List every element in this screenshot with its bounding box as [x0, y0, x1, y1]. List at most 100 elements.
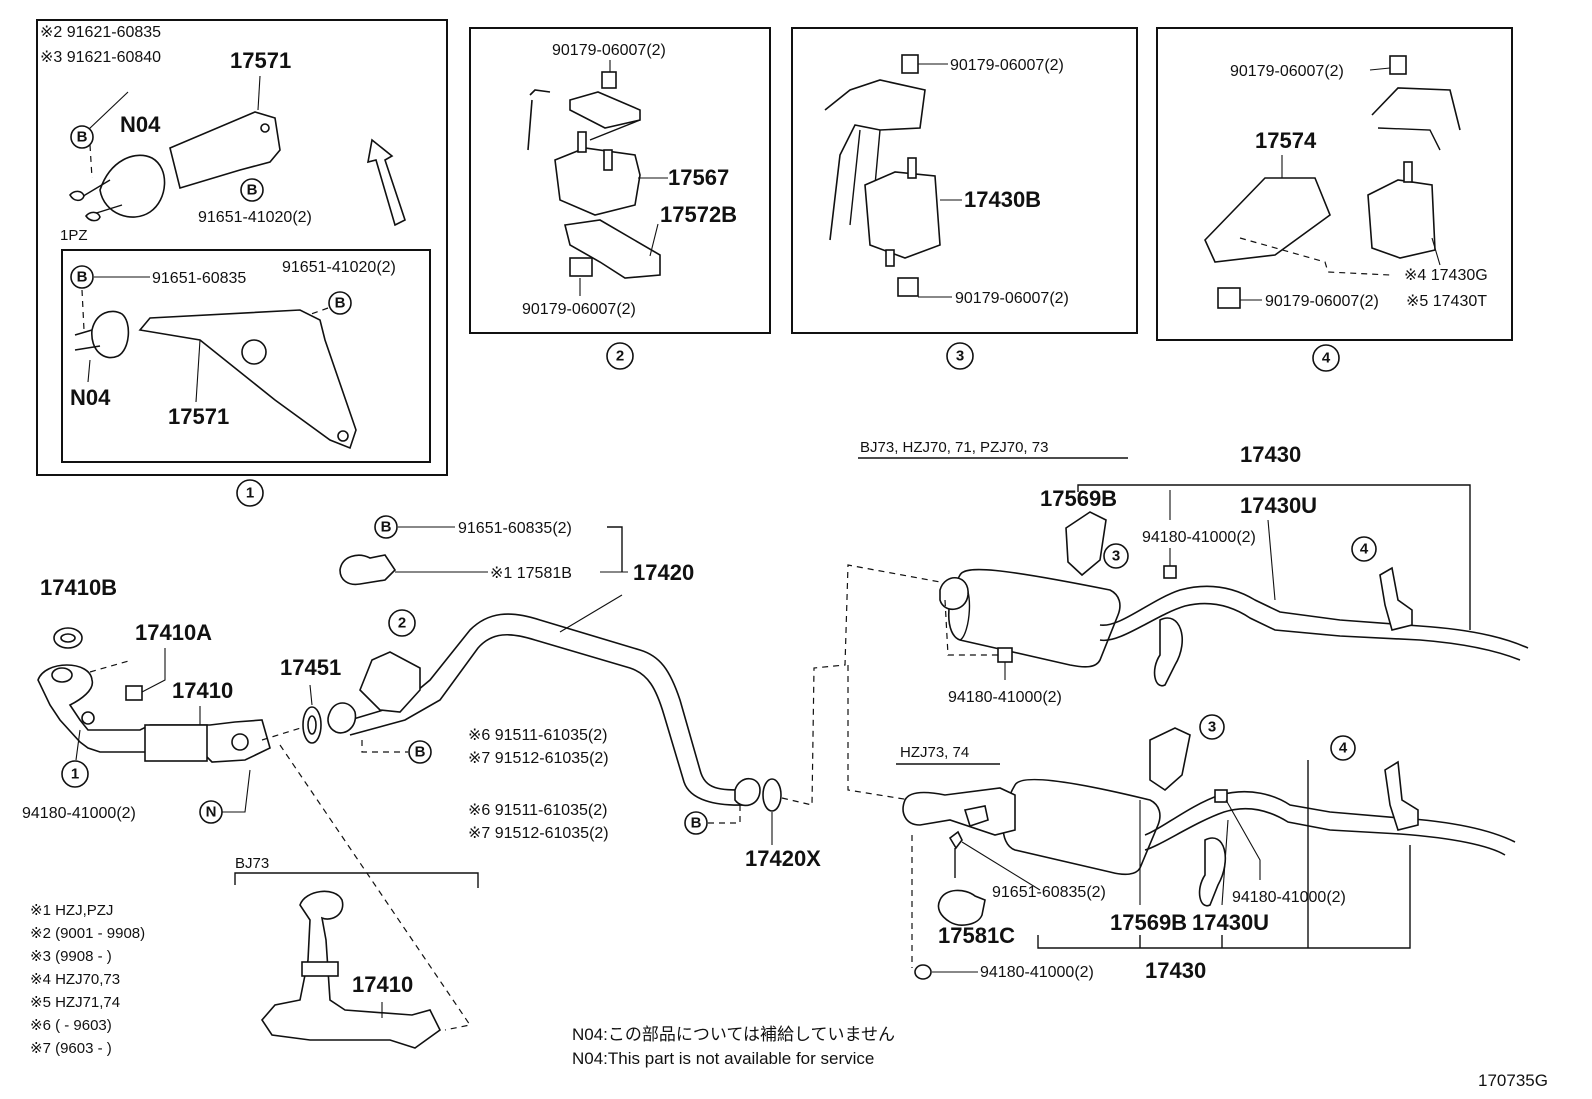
legend-1: ※1 HZJ,PZJ — [30, 902, 113, 919]
rear-b-bolt-94180-bottom: 94180-41000(2) — [980, 964, 1094, 981]
box2-part-17572B: 17572B — [660, 202, 737, 227]
rear-b-hanger — [1384, 760, 1419, 831]
legend-2: ※2 (9001 - 9908) — [30, 925, 145, 942]
box4-part-17430T: ※5 17430T — [1406, 293, 1487, 310]
svg-text:B: B — [335, 295, 346, 312]
sensor-17581B — [339, 554, 397, 586]
rear-b-part-17569B: 17569B — [1110, 910, 1187, 935]
note-jp: N04:この部品については補給していません — [572, 1025, 895, 1044]
callout-1-box — [236, 479, 264, 507]
part-17410: 17410 — [172, 678, 233, 703]
hanger-17571-1pz — [138, 309, 357, 450]
callout-2-box — [606, 342, 634, 370]
svg-text:B: B — [415, 744, 426, 761]
box1-bolt-91651-41020-1pz: 91651-41020(2) — [282, 259, 396, 276]
bj73-label: BJ73 — [235, 855, 269, 872]
svg-text:N: N — [206, 804, 217, 821]
box3-frame — [824, 79, 926, 241]
detail-box-2: 90179-06007(2) 17567 17572B 90179-06007(… — [469, 27, 771, 370]
rear-a-part-17569B: 17569B — [1040, 486, 1117, 511]
direction-arrow — [366, 138, 406, 227]
box4-bolt-top: 90179-06007(2) — [1230, 63, 1344, 80]
part-17410B: 17410B — [40, 575, 117, 600]
front-pipe-17410-bj73 — [260, 890, 442, 1049]
legend-6: ※6 ( - 9603) — [30, 1017, 112, 1034]
gasket-17420X — [762, 778, 782, 812]
callout-b-1pz — [70, 265, 94, 289]
legend-5: ※5 HZJ71,74 — [30, 994, 120, 1011]
svg-text:4: 4 — [1360, 541, 1369, 558]
box4-frame — [1371, 87, 1461, 131]
bolt-91511-61035-a: ※6 91511-61035(2) — [468, 727, 607, 744]
svg-text:4: 4 — [1322, 350, 1331, 367]
box3-bolt-bottom: 90179-06007(2) — [955, 290, 1069, 307]
box1-part-17571-lower: 17571 — [168, 404, 229, 429]
callout-3-rear-a — [1103, 543, 1129, 569]
rear-b-part-17430U: 17430U — [1192, 910, 1269, 935]
callout-b-front-mid — [408, 740, 432, 764]
svg-text:B: B — [77, 129, 88, 146]
legend-3: ※3 (9908 - ) — [30, 948, 112, 965]
box4-bolt-bottom: 90179-06007(2) — [1265, 293, 1379, 310]
legend-4: ※4 HZJ70,73 — [30, 971, 120, 988]
hanger-bracket-17420 — [359, 651, 421, 713]
box3-part-17430B: 17430B — [964, 187, 1041, 212]
rear-b-bracket-17569B — [1149, 727, 1191, 792]
rear-b-inlet-pipe — [902, 787, 1016, 836]
rear-section-b: HZJ73, 74 3 4 94180-41000(2) 91651-60835… — [896, 714, 1516, 983]
footnote-legend: ※1 HZJ,PZJ ※2 (9001 - 9908) ※3 (9908 - )… — [30, 902, 145, 1057]
box2-bracket-17572B — [564, 219, 661, 279]
part-17410A: 17410A — [135, 620, 212, 645]
callout-b-17581B — [374, 515, 398, 539]
rubber-mount-upper — [99, 154, 166, 218]
box2-bolt-top: 90179-06007(2) — [552, 42, 666, 59]
part-17451: 17451 — [280, 655, 341, 680]
hanger-17571-upper — [169, 111, 281, 190]
svg-text:2: 2 — [616, 348, 624, 365]
svg-text:3: 3 — [956, 348, 964, 365]
rear-a-part-17430U: 17430U — [1240, 493, 1317, 518]
rear-b-sensor-17581C — [937, 889, 986, 926]
rear-a-clamp-17430U — [1153, 617, 1183, 687]
rear-a-model-label: BJ73, HZJ70, 71, PZJ70, 73 — [860, 439, 1048, 456]
legend-7: ※7 (9603 - ) — [30, 1040, 112, 1057]
box2-rubber-17567 — [554, 147, 641, 216]
callout-4-rear-b — [1330, 735, 1356, 761]
box2-bolt-bottom: 90179-06007(2) — [522, 301, 636, 318]
svg-text:1: 1 — [71, 766, 79, 783]
detail-box-4: 90179-06007(2) 17574 ※4 17430G 90179-060… — [1156, 27, 1513, 372]
rear-b-muffler-17430 — [1002, 778, 1161, 876]
box4-rubber-17430G — [1367, 179, 1436, 259]
box3-bolt-top: 90179-06007(2) — [950, 57, 1064, 74]
svg-text:2: 2 — [398, 615, 406, 632]
bolt-91511-61035-b: ※6 91511-61035(2) — [468, 802, 607, 819]
svg-text:3: 3 — [1208, 719, 1216, 736]
sheet-code: 170735G — [1478, 1071, 1548, 1090]
box2-frame — [527, 89, 551, 151]
callout-n-front — [199, 800, 223, 824]
box1-n04-lower: N04 — [70, 385, 111, 410]
rear-a-muffler-17430 — [948, 568, 1121, 668]
bolt-91512-61035-a: ※7 91512-61035(2) — [468, 750, 609, 767]
center-pipe-17420 — [349, 613, 746, 791]
front-pipe-section: 17410B 17410A 17410 1 94180-41000(2) N 1… — [22, 515, 941, 1049]
box1-note3: ※3 91621-60840 — [40, 49, 161, 66]
rear-a-bracket-17569B — [1065, 511, 1107, 577]
bolt-94180-41000-front: 94180-41000(2) — [22, 805, 136, 822]
box1-bolt-91651-60835: 91651-60835 — [152, 270, 246, 287]
box1-bolt-91651-41020: 91651-41020(2) — [198, 209, 312, 226]
part-17420: 17420 — [633, 560, 694, 585]
nut-17410A — [125, 685, 143, 701]
callout-1-front — [61, 760, 89, 788]
rear-b-bolt-94180: 94180-41000(2) — [1232, 889, 1346, 906]
box1-part-17571-upper: 17571 — [230, 48, 291, 73]
part-17420X: 17420X — [745, 846, 821, 871]
callout-4-box — [1312, 344, 1340, 372]
svg-text:B: B — [247, 182, 258, 199]
rear-b-part-17581C: 17581C — [938, 923, 1015, 948]
rubber-mount-1pz — [91, 310, 130, 359]
box4-part-17574: 17574 — [1255, 128, 1317, 153]
callout-b-1pz-right — [328, 291, 352, 315]
